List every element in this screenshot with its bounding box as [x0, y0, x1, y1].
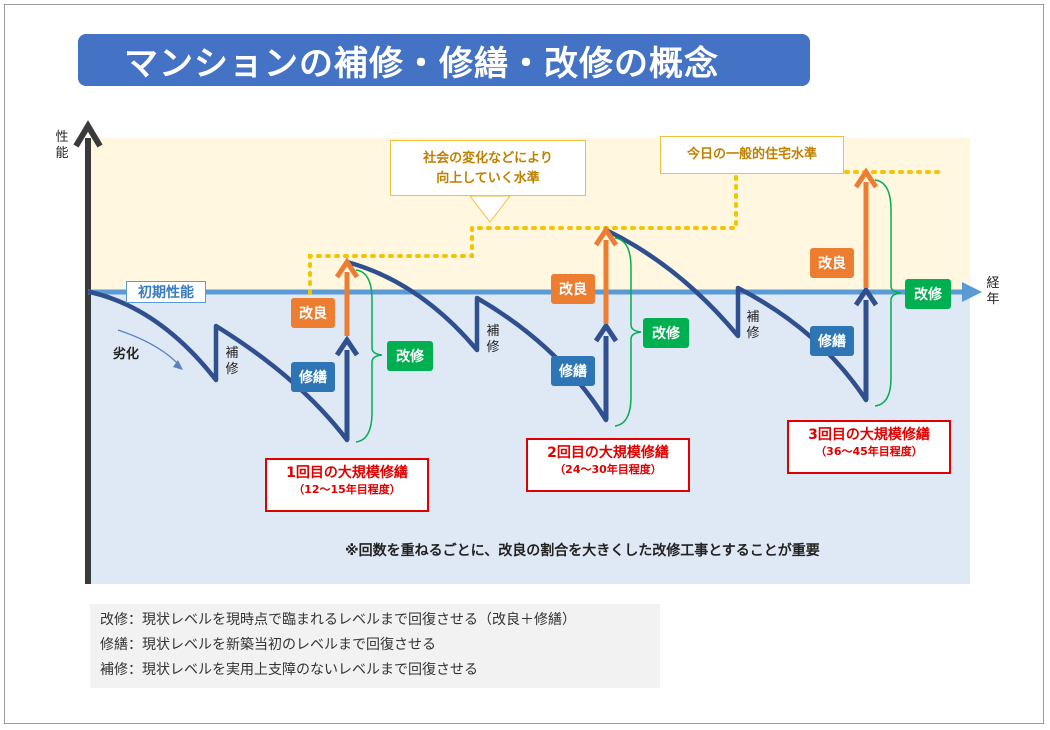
- page-title: マンションの補修・修繕・改修の概念: [78, 34, 810, 86]
- y-axis-arrowhead: [73, 120, 103, 148]
- shuzen-tag-3: 修繕: [810, 326, 854, 356]
- degradation-arrow: [117, 329, 181, 367]
- importance-note: ※回数を重ねるごとに、改良の割合を大きくした改修工事とすることが重要: [345, 543, 820, 559]
- milestone-3: 3回目の大規模修繕 （36～45年目程度）: [787, 420, 951, 474]
- kairyo-tag-3: 改良: [810, 248, 854, 278]
- kairyo-arrowhead-1: [334, 257, 360, 279]
- kaishu-tag-1: 改修: [387, 341, 433, 371]
- y-axis-label: 性能: [55, 130, 69, 161]
- kaishu-brace-3: [874, 179, 902, 407]
- callout-rising-line-2: 向上していく水準: [436, 171, 540, 186]
- today-standard-callout: 今日の一般的住宅水準: [660, 136, 844, 174]
- shuzen-arrowhead-3: [853, 285, 879, 307]
- kairyo-tag-2: 改良: [551, 274, 595, 304]
- kairyo-arrowhead-3: [853, 167, 879, 189]
- legend-hoshu: 補修：現状レベルを実用上支障のないレベルまで回復させる: [100, 662, 478, 678]
- milestone-1: 1回目の大規模修繕 （12～15年目程度）: [265, 458, 429, 512]
- degradation-label: 劣化: [113, 347, 140, 362]
- milestone-1-period: （12～15年目程度）: [293, 483, 401, 496]
- legend-kaishu: 改修：現状レベルを現時点で臨まれるレベルまで回復させる（改良＋修繕）: [100, 612, 576, 628]
- shuzen-tag-2: 修繕: [551, 356, 595, 386]
- milestone-2-period: （24～30年目程度）: [554, 463, 662, 476]
- kaishu-tag-2: 改修: [643, 318, 689, 348]
- kaishu-brace-2: [614, 237, 642, 427]
- milestone-2: 2回目の大規模修繕 （24～30年目程度）: [526, 438, 690, 492]
- milestone-3-title: 3回目の大規模修繕: [808, 427, 930, 443]
- milestone-2-title: 2回目の大規模修繕: [547, 445, 669, 461]
- kairyo-tag-1: 改良: [291, 298, 335, 328]
- legend-shuzen: 修繕：現状レベルを新築当初のレベルまで回復させる: [100, 637, 436, 653]
- minor-repair-label-2: 補修: [486, 324, 500, 355]
- callout-pointer: [468, 195, 512, 223]
- callout-rising-line-1: 社会の変化などにより: [423, 151, 553, 166]
- shuzen-tag-1: 修繕: [291, 362, 335, 392]
- definitions-legend: 改修：現状レベルを現時点で臨まれるレベルまで回復させる（改良＋修繕） 修繕：現状…: [90, 604, 660, 688]
- shuzen-arrowhead-1: [334, 335, 360, 357]
- rising-level-callout: 社会の変化などにより 向上していく水準: [390, 140, 586, 196]
- initial-performance-label: 初期性能: [126, 281, 206, 303]
- milestone-3-period: （36～45年目程度）: [815, 445, 923, 458]
- minor-repair-label-1: 補修: [225, 346, 239, 377]
- x-axis-label: 経年: [986, 276, 1000, 307]
- kairyo-arrowhead-2: [593, 225, 619, 247]
- shuzen-arrowhead-2: [593, 321, 619, 343]
- kaishu-tag-3: 改修: [905, 279, 951, 309]
- minor-repair-label-3: 補修: [746, 310, 760, 341]
- milestone-1-title: 1回目の大規模修繕: [286, 465, 408, 481]
- kaishu-brace-1: [355, 269, 383, 443]
- x-axis-arrowhead: [962, 282, 982, 302]
- degradation-arrowhead: [173, 360, 183, 370]
